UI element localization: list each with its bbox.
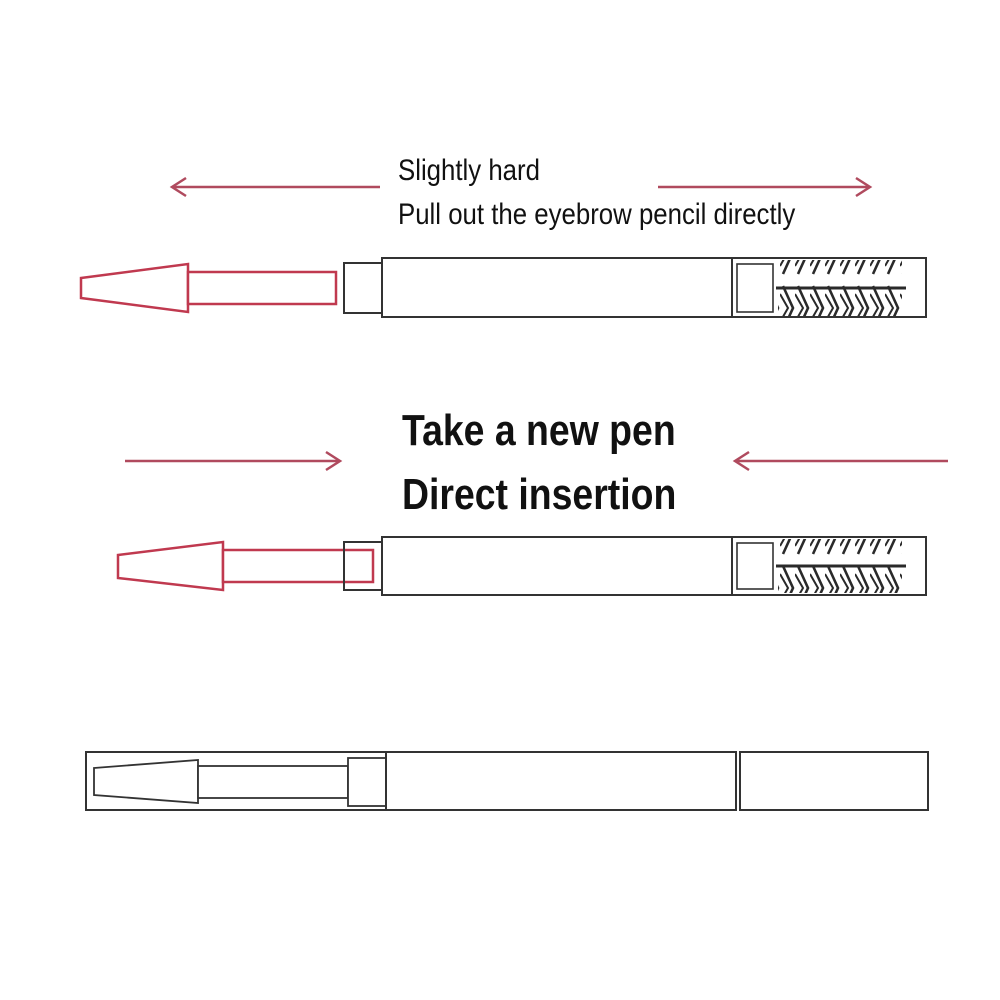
refill-tip bbox=[93, 759, 199, 804]
cap-inner-ring bbox=[736, 263, 774, 313]
refill-shaft bbox=[197, 765, 349, 799]
step1-refill bbox=[79, 262, 338, 314]
pencil-collar bbox=[343, 262, 383, 314]
refill-shaft bbox=[221, 548, 375, 584]
arrow-right-icon bbox=[855, 176, 873, 198]
step1-instruction-title: Slightly hard bbox=[398, 154, 540, 187]
pencil-barrel bbox=[381, 536, 733, 596]
pencil-cap-closed bbox=[739, 751, 929, 811]
refill-tip bbox=[79, 262, 190, 314]
step2-instruction-text: Direct insertion bbox=[402, 470, 677, 519]
step3-assembled-pencil bbox=[85, 751, 929, 811]
step2-instruction-title: Take a new pen bbox=[402, 406, 676, 455]
arrow-left-icon bbox=[169, 176, 187, 198]
step1-pencil-body bbox=[343, 257, 927, 318]
arrow-left-icon bbox=[732, 450, 750, 472]
step1-instruction-text: Pull out the eyebrow pencil directly bbox=[398, 198, 796, 231]
step2-arrow-left bbox=[732, 450, 948, 472]
refill-tip bbox=[116, 540, 225, 592]
pencil-barrel bbox=[381, 257, 733, 318]
step1-arrow-right bbox=[658, 176, 873, 198]
step2-arrow-right bbox=[125, 450, 343, 472]
arrow-right-icon bbox=[325, 450, 343, 472]
spoolie-brush-icon bbox=[776, 260, 906, 316]
spoolie-brush-icon bbox=[776, 539, 906, 593]
step2-pencil-body bbox=[343, 536, 927, 596]
pencil-barrel bbox=[385, 751, 737, 811]
step1-arrow-left bbox=[169, 176, 380, 198]
step2-refill bbox=[116, 540, 375, 592]
refill-shaft bbox=[186, 270, 338, 306]
cap-inner-ring bbox=[736, 542, 774, 590]
pencil-collar bbox=[347, 757, 387, 807]
